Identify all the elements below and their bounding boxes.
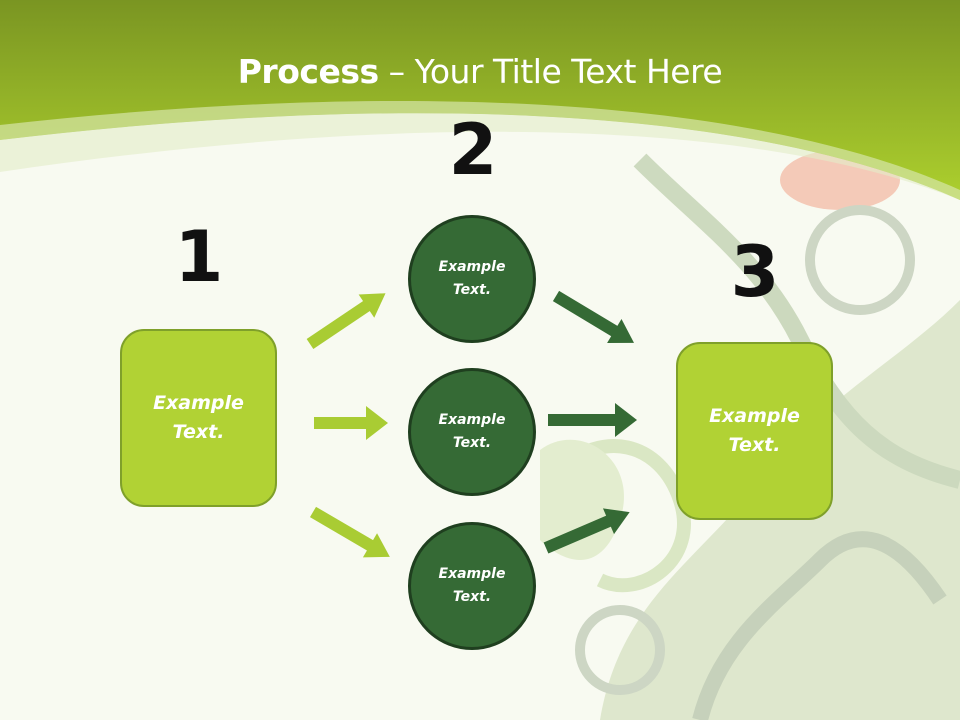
circle-text-line2: Text. [452, 435, 492, 451]
arrow-2b-to-3 [548, 403, 637, 437]
arrow-1-to-2b [314, 406, 388, 440]
header-band [0, 0, 960, 200]
arrow-1-to-2c [309, 506, 390, 558]
step-number-2: 2 [448, 109, 498, 191]
box-text-line1: Example [709, 405, 800, 427]
arrow-1-to-2a [306, 293, 386, 349]
arrows [306, 290, 637, 558]
arrow-2a-to-3 [552, 290, 635, 344]
header-curve [0, 100, 960, 200]
box-text-line2: Text. [728, 434, 781, 456]
arrow-2c-to-3 [543, 508, 630, 554]
box-text-line2: Text. [172, 421, 225, 443]
title-bold: Process [237, 52, 379, 91]
circle-text-line1: Example [438, 259, 506, 275]
circle-text-line1: Example [438, 412, 506, 428]
slide-title: Process – Your Title Text Here [0, 52, 960, 91]
step-number-3: 3 [730, 231, 780, 313]
circle-text-line2: Text. [452, 282, 492, 298]
circle-text-line2: Text. [452, 589, 492, 605]
step-number-1: 1 [174, 216, 224, 298]
circle-text-line1: Example [438, 566, 506, 582]
box-text-line1: Example [153, 392, 244, 414]
title-rest: – Your Title Text Here [378, 52, 723, 91]
